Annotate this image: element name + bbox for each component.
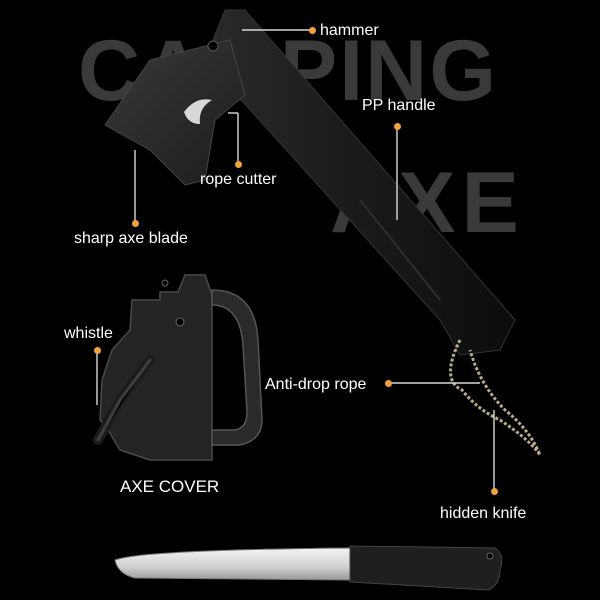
callout-leaders [96,29,495,490]
label-rope-cutter: rope cutter [200,171,277,188]
callout-dot-axe-blade [132,220,139,227]
label-hammer: hammer [320,22,379,39]
label-sharp-axe-blade: sharp axe blade [74,230,188,247]
label-hidden-knife: hidden knife [440,505,527,522]
callout-dot-pp-handle [394,123,401,130]
label-pp-handle: PP handle [362,97,436,114]
axe-head [104,39,246,186]
axe-cover [93,274,263,461]
callout-dot-whistle [94,347,101,354]
label-whistle: whistle [64,325,113,342]
callout-dot-hidden-knife [491,488,498,495]
whistle-body [96,358,152,442]
callout-dot-hammer [309,27,316,34]
label-anti-drop-rope: Anti-drop rope [265,376,367,393]
hidden-knife [114,545,503,591]
rope-cutter-notch [184,99,212,124]
callout-dot-rope-cutter [235,161,242,168]
callout-dot-anti-drop-rope [385,380,392,387]
label-axe-cover: AXE COVER [120,477,220,496]
anti-drop-rope-cord [449,339,542,456]
axe-handle [204,9,516,356]
